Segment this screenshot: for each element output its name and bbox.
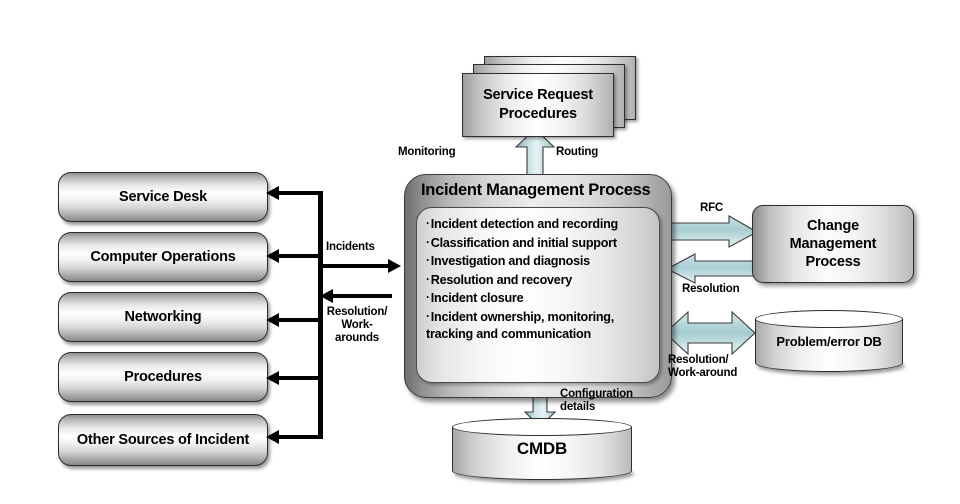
arrowhead-other-sources [266,430,279,444]
connector-to-procedures [278,376,320,380]
activity-item-continuation: tracking and communication [426,327,591,341]
source-box-label: Service Desk [119,188,207,205]
source-box-computer-operations[interactable]: Computer Operations [58,232,268,282]
connector-to-computer-operations [278,254,320,258]
source-box-networking[interactable]: Networking [58,292,268,342]
connector-incidents [321,264,389,268]
source-box-procedures[interactable]: Procedures [58,352,268,402]
label-resolution-workarounds: Resolution/ Work- arounds [326,306,388,344]
cylinder-top [452,418,632,436]
process-activities-panel: ·Incident detection and recording ·Class… [416,207,660,383]
resolution-workaround-arrow-bidirectional [664,310,756,356]
change-management-label: Change Management Process [789,218,877,270]
process-activities-list: ·Incident detection and recording ·Class… [426,215,649,344]
bullet-icon: · [426,271,430,286]
bullet-icon: · [426,290,430,304]
bullet-icon: · [426,308,430,323]
cmdb-cylinder[interactable]: CMDB [452,418,632,480]
bullet-icon: · [426,234,430,249]
source-box-other-sources-of-incident[interactable]: Other Sources of Incident [58,414,268,466]
problem-error-db-cylinder[interactable]: Problem/error DB [755,310,903,372]
source-box-label: Computer Operations [90,248,236,265]
source-box-label: Other Sources of Incident [76,431,250,448]
arrowhead-incidents [388,259,401,273]
cylinder-top [755,310,903,328]
service-request-label: Service Request Procedures [483,87,593,122]
activity-item: ·Classification and initial support [426,234,617,250]
connector-bus-vertical [318,191,323,439]
activity-item: ·Incident detection and recording [426,216,618,231]
service-request-procedures-stack[interactable]: Service Request Procedures [462,56,636,138]
label-configuration-details: Configuration details [560,388,633,413]
resolution-arrow-left [665,253,759,284]
connector-to-networking [278,318,320,322]
activity-item: ·Incident closure [426,290,524,305]
activity-item: ·Investigation and diagnosis [426,253,590,268]
bullet-icon: · [426,216,430,230]
document-layer-front[interactable]: Service Request Procedures [462,73,614,137]
activity-item: ·Resolution and recovery [426,271,572,287]
activity-item: ·Incident ownership, monitoring, [426,308,615,324]
arrowhead-procedures [266,371,279,385]
arrowhead-networking [266,313,279,327]
incident-management-process-box[interactable]: Incident Management Process ·Incident de… [404,174,672,398]
connector-to-service-desk [278,191,320,195]
rfc-arrow-right [665,215,759,248]
problem-db-label: Problem/error DB [776,333,882,349]
label-resolution-workaround: Resolution/ Work-around [668,354,738,379]
arrowhead-resolution-workarounds [320,289,333,303]
arrowhead-service-desk [266,186,279,200]
cmdb-label: CMDB [516,439,568,458]
source-box-label: Procedures [124,368,202,385]
process-title: Incident Management Process [421,181,651,199]
label-incidents: Incidents [326,241,375,253]
label-monitoring: Monitoring [398,146,456,158]
bullet-icon: · [426,253,430,267]
label-resolution: Resolution [682,283,740,295]
source-box-label: Networking [124,308,202,325]
change-management-process-box[interactable]: Change Management Process [752,205,914,283]
connector-resolution-workarounds [332,294,392,298]
source-box-service-desk[interactable]: Service Desk [58,172,268,222]
arrowhead-computer-operations [266,249,279,263]
label-routing: Routing [556,146,599,158]
connector-to-other-sources [278,435,320,439]
label-rfc: RFC [700,202,724,214]
